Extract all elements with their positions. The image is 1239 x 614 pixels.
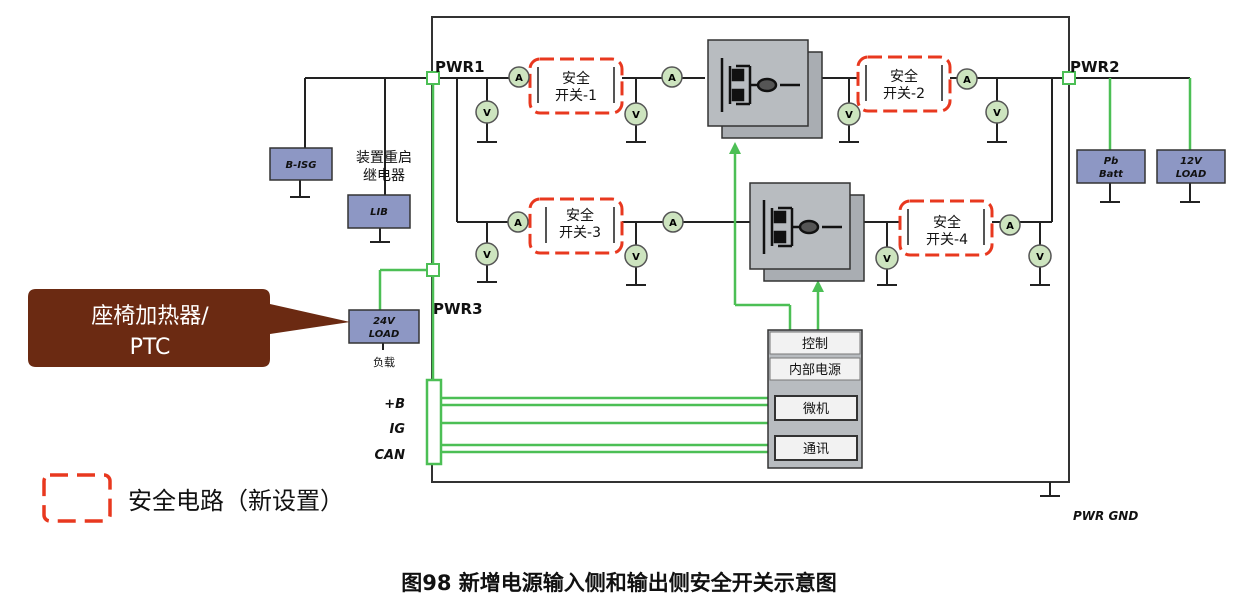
svg-text:V: V	[993, 108, 1001, 119]
voltmeter-1: V	[475, 100, 499, 124]
voltmeter-6: V	[624, 244, 648, 268]
lib-box: LIB	[347, 194, 411, 229]
sw2-line1: 安全	[890, 68, 918, 85]
svg-text:A: A	[963, 75, 971, 86]
sw1-line1: 安全	[562, 70, 590, 87]
voltmeters: V V V V V V V V	[475, 100, 1052, 270]
pwr3-label: PWR3	[433, 300, 483, 318]
svg-text:12V: 12V	[1180, 156, 1203, 167]
svg-text:Batt: Batt	[1099, 169, 1124, 180]
bisg-box: B-ISG	[269, 147, 333, 181]
relay-label-line2: 继电器	[363, 168, 405, 184]
svg-text:V: V	[1036, 252, 1044, 263]
controller-block: 控制 内部电源 微机 通讯	[767, 329, 863, 469]
callout-line2: PTC	[130, 335, 171, 360]
signal-b-label: +B	[384, 397, 405, 412]
safety-switch-3: 安全 开关-3	[528, 197, 624, 255]
pwr1-label: PWR1	[435, 58, 485, 76]
svg-text:V: V	[483, 108, 491, 119]
safety-switch-4: 安全 开关-4	[898, 199, 994, 257]
safety-switch-2: 安全 开关-2	[856, 55, 952, 113]
sw3-line1: 安全	[566, 207, 594, 224]
top-switch-module	[707, 39, 823, 139]
bottom-switch-module	[749, 182, 865, 282]
load-caption: 负载	[373, 355, 395, 369]
voltmeter-2: V	[624, 102, 648, 126]
svg-text:V: V	[632, 252, 640, 263]
svg-text:A: A	[514, 218, 522, 229]
green-wiring	[378, 78, 1192, 454]
svg-text:A: A	[669, 218, 677, 229]
svg-text:24V: 24V	[373, 316, 396, 327]
voltmeter-5: V	[475, 242, 499, 266]
controller-control: 控制	[802, 337, 828, 352]
sw1-line2: 开关-1	[555, 88, 597, 104]
legend-swatch	[42, 473, 112, 523]
controller-mcu: 微机	[803, 402, 829, 417]
pwr-gnd-label: PWR GND	[1073, 509, 1138, 523]
safety-switch-1: 安全 开关-1	[528, 57, 624, 115]
sw4-line1: 安全	[933, 214, 961, 231]
relay-label-line1: 装置重启	[356, 150, 412, 166]
pwr2-port	[1062, 71, 1076, 85]
controller-comm: 通讯	[803, 442, 829, 457]
ammeter-4: A	[507, 211, 529, 233]
pwr3-port	[426, 263, 440, 277]
ammeter-5: A	[662, 211, 684, 233]
svg-text:LIB: LIB	[370, 207, 388, 218]
legend: 安全电路（新设置）	[42, 473, 344, 523]
sw3-line2: 开关-3	[559, 225, 601, 241]
voltmeter-4: V	[985, 100, 1009, 124]
seat-heater-callout: 座椅加热器/ PTC	[28, 289, 350, 367]
ammeters: A A A A A A	[507, 66, 1021, 236]
green-arrows	[729, 142, 824, 292]
ammeter-6: A	[999, 214, 1021, 236]
svg-text:B-ISG: B-ISG	[286, 160, 317, 171]
controller-power: 内部电源	[789, 362, 841, 378]
ammeter-1: A	[508, 66, 530, 88]
svg-text:V: V	[883, 254, 891, 265]
sw2-line2: 开关-2	[883, 86, 925, 102]
ammeter-3: A	[956, 68, 978, 90]
svg-text:LOAD: LOAD	[1176, 169, 1207, 180]
svg-text:A: A	[1006, 221, 1014, 232]
svg-text:V: V	[845, 110, 853, 121]
pwr2-label: PWR2	[1070, 58, 1120, 76]
svg-text:V: V	[632, 110, 640, 121]
svg-text:V: V	[483, 250, 491, 261]
load12-box: 12V LOAD	[1156, 149, 1226, 184]
signal-can-label: CAN	[375, 448, 406, 463]
voltmeter-8: V	[1028, 244, 1052, 268]
svg-text:LOAD: LOAD	[369, 329, 400, 340]
signal-connector	[425, 378, 443, 466]
legend-text: 安全电路（新设置）	[128, 487, 344, 515]
figure-caption: 图98 新增电源输入侧和输出侧安全开关示意图	[401, 571, 837, 595]
sw4-line2: 开关-4	[926, 232, 968, 248]
signal-ig-label: IG	[389, 422, 405, 437]
svg-text:Pb: Pb	[1104, 156, 1119, 167]
pb-batt-box: Pb Batt	[1076, 149, 1146, 184]
svg-text:A: A	[515, 73, 523, 84]
callout-line1: 座椅加热器/	[91, 304, 209, 329]
ammeter-2: A	[661, 66, 683, 88]
load24-box: 24V LOAD	[348, 309, 420, 344]
voltmeter-7: V	[875, 246, 899, 270]
svg-text:A: A	[668, 73, 676, 84]
voltmeter-3: V	[837, 102, 861, 126]
pwr1-port	[426, 71, 440, 85]
